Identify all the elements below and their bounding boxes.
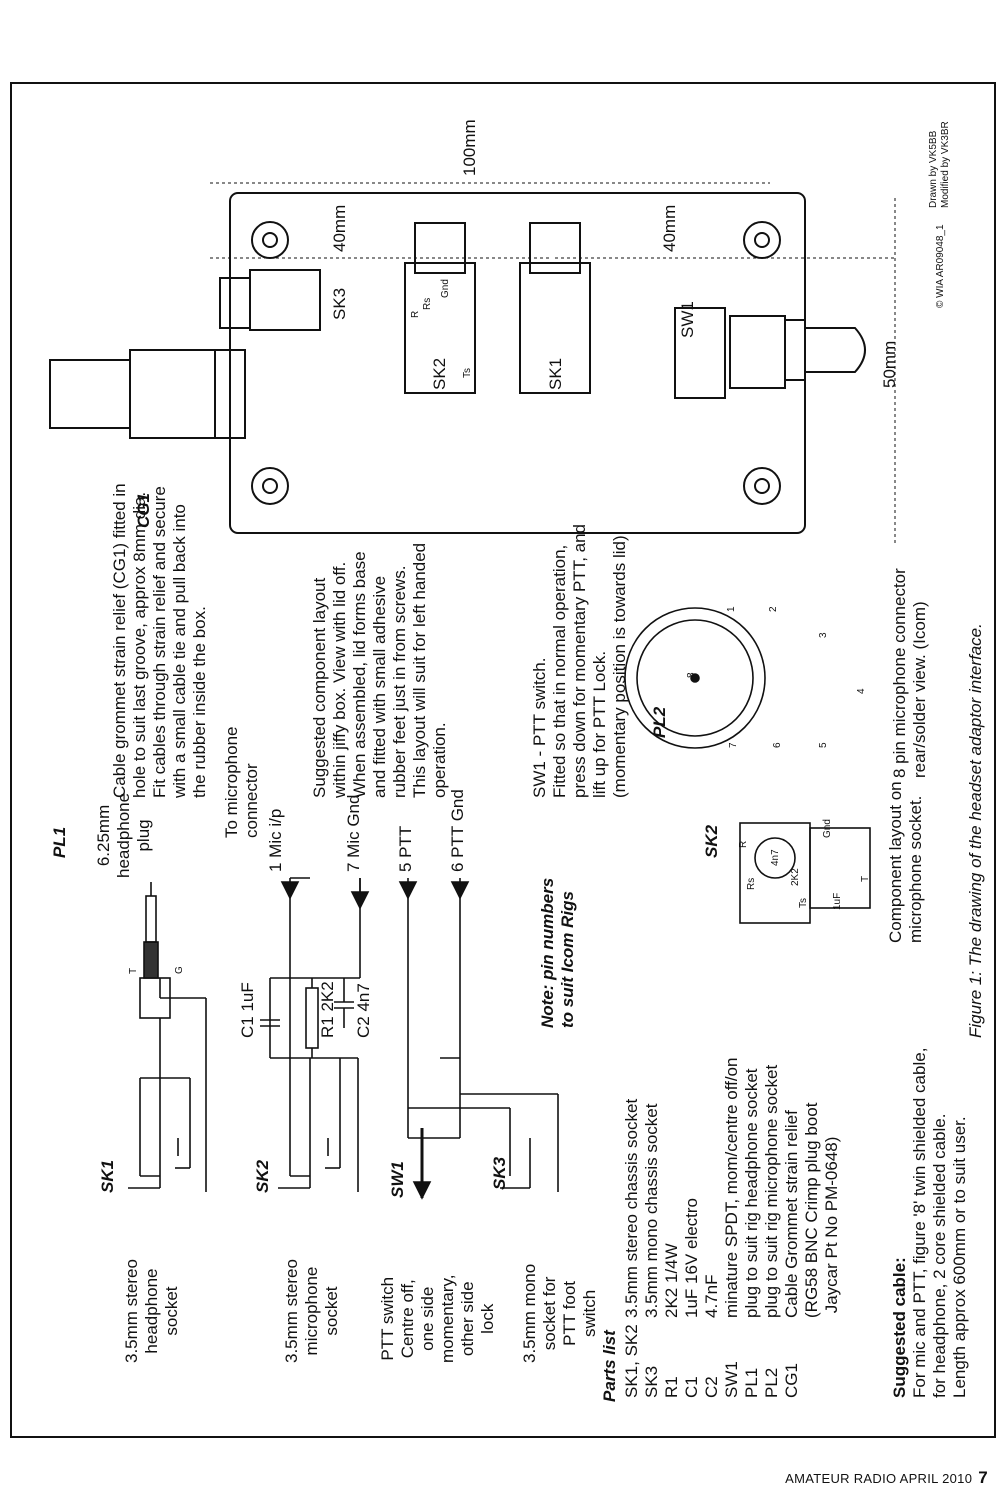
box-sw1-label: SW1 [678, 301, 697, 338]
parts-list-item: Jaycar Pt No PM-0648) [822, 1136, 841, 1318]
parts-list-item: R12K2 1/4W [662, 1243, 681, 1398]
parts-list: SK1, SK23.5mm stereo chassis socket SK33… [622, 1058, 842, 1398]
box-pin-rs: Rs [422, 297, 433, 310]
layout-note: Suggested component layout within jiffy … [310, 542, 449, 798]
dim-40-b: 40mm [660, 204, 679, 252]
dim-40-a: 40mm [330, 204, 349, 252]
sk3-ref: SK3 [490, 1156, 509, 1190]
r1-label: R1 2K2 [318, 981, 337, 1038]
cg1-ref: CG1 [134, 493, 153, 528]
sk2-ref: SK2 [253, 1159, 272, 1193]
page-number: 7 [978, 1468, 988, 1487]
sk2-detail-4n7: 4n7 [770, 849, 781, 866]
figure-frame [10, 82, 996, 1438]
parts-list-title: Parts list [600, 1330, 619, 1402]
pl1-ref: PL1 [50, 826, 69, 858]
c1-label: C1 1uF [238, 982, 257, 1038]
suggested-cable-text: For mic and PTT, figure '8' twin shielde… [910, 1047, 969, 1398]
sk2-detail-gnd: Gnd [822, 819, 833, 838]
sk2-detail-rs: Rs [746, 877, 757, 890]
pl2-pin-4: 4 [856, 688, 867, 694]
credit-copyright: © WIA AR09048_1 [935, 224, 946, 308]
schematic-drawing [49, 182, 896, 1200]
pl1-plug-symbol [139, 882, 171, 1019]
sw1-desc: PTT switch Centre off, one side momentar… [378, 1274, 497, 1364]
mic-pin-6: 6 PTT Gnd [448, 789, 467, 872]
pl2-pin-8: 8 [686, 672, 697, 678]
sk2-detail-drawing [739, 822, 871, 924]
pl2-connector-drawing [624, 607, 766, 749]
page-footer: AMATEUR RADIO APRIL 2010 7 [785, 1468, 988, 1488]
parts-list-item: C11uF 16V electro [682, 1197, 701, 1398]
sk2-detail-ts: Ts [798, 898, 809, 908]
sk2-detail-ref: SK2 [702, 824, 721, 858]
sw1-ref: SW1 [388, 1161, 407, 1198]
pl2-pin-1: 1 [726, 606, 737, 612]
credit-modified: Modified by VK3BR [940, 121, 951, 208]
sk3-socket-symbol [500, 1138, 559, 1192]
sk2-detail-r: R [738, 840, 749, 848]
parts-list-item: PL1plug to suit rig headphone socket [742, 1068, 761, 1398]
box-sk2-label: SK2 [430, 357, 449, 390]
mic-connector-title: To microphone connector [222, 726, 261, 838]
sk2-detail-t: T [860, 875, 871, 882]
sk3-desc: 3.5mm mono socket for PTT foot switch [520, 1263, 599, 1363]
parts-list-item: SK33.5mm mono chassis socket [642, 1103, 661, 1398]
dim-height: 50mm [880, 340, 899, 388]
footer-publication: AMATEUR RADIO APRIL 2010 [785, 1471, 973, 1486]
pl1-pin-t: T [128, 967, 139, 974]
pl2-ref: PL2 [650, 706, 669, 738]
dimension-lines [210, 182, 896, 543]
sw1-switch-symbol [408, 1128, 460, 1200]
pl1-desc: 6.25mm headphone plug [94, 792, 153, 878]
cg1-note: Cable grommet strain relief (CG1) fitted… [110, 483, 209, 798]
mic-pin-1: 1 Mic i/p [266, 808, 285, 872]
figure-content: SK1 3.5mm stereo headphone socket SK2 3.… [10, 82, 996, 1438]
parts-list-item: PL2plug to suit rig microphone socket [762, 1064, 781, 1398]
parts-list-item: CG1Cable Grommet strain relief [782, 1110, 801, 1398]
sk2-desc: 3.5mm stereo microphone socket [282, 1259, 341, 1363]
box-pin-r: R [410, 310, 421, 318]
parts-list-item: SK1, SK23.5mm stereo chassis socket [622, 1098, 641, 1398]
sk2-detail-caption: Component layout on microphone socket. [886, 781, 925, 943]
pl2-pin-2: 2 [768, 606, 779, 612]
mic-pin-7: 7 Mic Gnd [344, 794, 363, 872]
suggested-cable-title: Suggested cable: [890, 1257, 909, 1398]
pl2-pin-3: 3 [818, 632, 829, 638]
r1-resistor-symbol [305, 987, 319, 1049]
pl1-pin-g: G [174, 966, 185, 974]
pin-number-note: Note: pin numbers to suit Icom Rigs [538, 877, 577, 1028]
pl2-pin-7: 7 [728, 742, 739, 748]
credit-drawn: Drawn by VK5BB [928, 130, 939, 208]
sk1-socket-symbol [128, 1138, 207, 1192]
parts-list-item: (RG58 BNC Crimp plug boot [802, 1102, 821, 1318]
parts-list-item: C24.7nF [702, 1274, 721, 1398]
dim-total: 100mm [460, 119, 479, 176]
sw1-note: SW1 - PTT switch. Fitted so that in norm… [530, 523, 629, 798]
sk2-detail-1uf: 1uF [832, 892, 843, 910]
mic-pin-5: 5 PTT [396, 825, 415, 872]
box-sk1-label: SK1 [546, 357, 565, 390]
sk1-ref: SK1 [98, 1159, 117, 1193]
figure-caption: Figure 1: The drawing of the headset ada… [966, 623, 985, 1038]
box-pin-ts: Ts [462, 368, 473, 378]
box-pin-gnd: Gnd [440, 279, 451, 298]
pl2-caption: 8 pin microphone connector rear/solder v… [890, 568, 929, 778]
c2-label: C2 4n7 [354, 983, 373, 1038]
sk2-socket-symbol [278, 1138, 359, 1192]
jiffy-box-drawing [49, 192, 866, 534]
pl2-pin-6: 6 [772, 742, 783, 748]
sk1-desc: 3.5mm stereo headphone socket [122, 1259, 181, 1363]
parts-list-item: SW1minature SPDT, mom/centre off/on [722, 1057, 741, 1398]
pl2-pin-5: 5 [818, 742, 829, 748]
sk2-detail-2k2: 2K2 [790, 868, 801, 886]
box-sk3-label: SK3 [330, 287, 349, 320]
